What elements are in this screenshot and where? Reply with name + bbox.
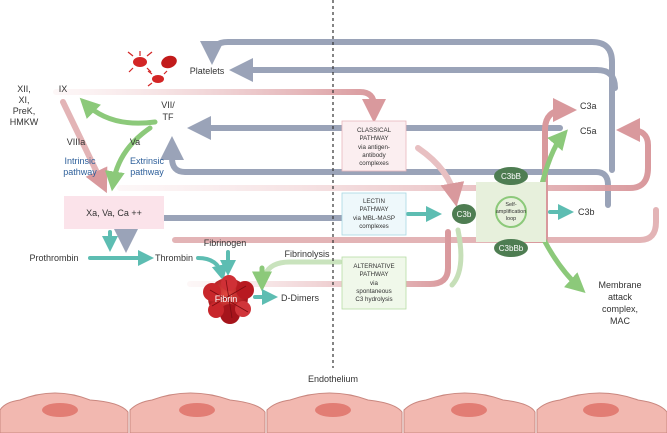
self-amp-text-1: Self-	[505, 202, 516, 208]
alternative-pathway-text-2: PATHWAY	[360, 271, 389, 278]
c3bbb-node-label: C3bBb	[499, 244, 524, 253]
classical-pathway-box	[341, 120, 407, 172]
lectin-pathway-text-4: complexes	[359, 223, 389, 230]
hmkw-label: HMKW	[10, 117, 39, 127]
intrinsic-pathway-label-2: pathway	[63, 167, 97, 177]
fibrin-label: Fibrin	[215, 294, 238, 304]
mac-label-1: Membrane	[598, 280, 641, 290]
alternative-pathway-box	[341, 256, 407, 310]
c5a-label: C5a	[580, 126, 597, 136]
alternative-pathway-text-1: ALTERNATIVE	[353, 263, 394, 270]
mac-label-2: attack	[608, 292, 633, 302]
c3bbb-node	[494, 239, 528, 257]
factor-ix-label: IX	[59, 84, 68, 94]
green-arrows	[79, 97, 586, 294]
c3a-label: C3a	[580, 101, 597, 111]
teal-arrows	[88, 204, 574, 305]
extrinsic-pathway-label-1: Extrinsic	[130, 156, 165, 166]
thrombin-label: Thrombin	[155, 253, 193, 263]
lectin-pathway-text-2: PATHWAY	[360, 206, 389, 213]
factor-viiia-label: VIIIa	[67, 137, 86, 147]
platelets-label: Platelets	[190, 66, 225, 76]
self-amplification-panel	[476, 182, 546, 242]
d-dimers-label: D-Dimers	[281, 293, 319, 303]
self-amp-text-3: loop	[506, 216, 516, 222]
platelet-icon	[127, 51, 177, 87]
red-arrows	[53, 89, 659, 287]
factor-va-label: Va	[130, 137, 140, 147]
classical-pathway-text-3: via antigen-	[358, 144, 390, 151]
alternative-pathway-text-4: spontaneous	[356, 288, 391, 295]
lectin-pathway-text-1: LECTIN	[363, 198, 385, 205]
c3bb-node	[494, 167, 528, 185]
xa-complex-box	[64, 196, 164, 229]
self-amp-text-2: amplification	[496, 209, 527, 215]
factor-vii-label: VII/	[161, 100, 175, 110]
endothelium-cells	[0, 392, 667, 433]
c3bb-node-label: C3bB	[501, 172, 521, 181]
classical-pathway-text-4: antibody	[362, 152, 386, 159]
xa-complex-label: Xa, Va, Ca ++	[86, 208, 142, 218]
tf-label: TF	[163, 112, 174, 122]
lectin-pathway-box	[341, 192, 407, 236]
fibrinogen-label: Fibrinogen	[204, 238, 247, 248]
endothelium-label: Endothelium	[308, 374, 358, 384]
fibrin-clot-icon	[203, 275, 254, 324]
classical-pathway-text-1: CLASSICAL	[357, 127, 392, 134]
classical-pathway-text-2: PATHWAY	[360, 135, 389, 142]
c3b-output-label: C3b	[578, 207, 595, 217]
factor-xi-label: XI,	[18, 95, 29, 105]
amplification-loop-icon	[495, 196, 527, 228]
extrinsic-pathway-label-2: pathway	[130, 167, 164, 177]
classical-pathway-text-5: complexes	[359, 160, 389, 167]
intrinsic-pathway-label-1: Intrinsic	[64, 156, 96, 166]
prek-label: PreK,	[13, 106, 36, 116]
prothrombin-label: Prothrombin	[29, 253, 78, 263]
mac-label-4: MAC	[610, 316, 631, 326]
alternative-pathway-text-5: C3 hydrolysis	[355, 296, 392, 303]
c3b-node	[452, 204, 476, 224]
alternative-pathway-text-3: via	[370, 280, 378, 287]
c3b-node-label: C3b	[457, 210, 472, 219]
mac-label-3: complex,	[602, 304, 638, 314]
fibrinolysis-label: Fibrinolysis	[284, 249, 330, 259]
factor-xii-label: XII,	[17, 84, 31, 94]
lectin-pathway-text-3: via MBL-MASP	[353, 215, 395, 222]
